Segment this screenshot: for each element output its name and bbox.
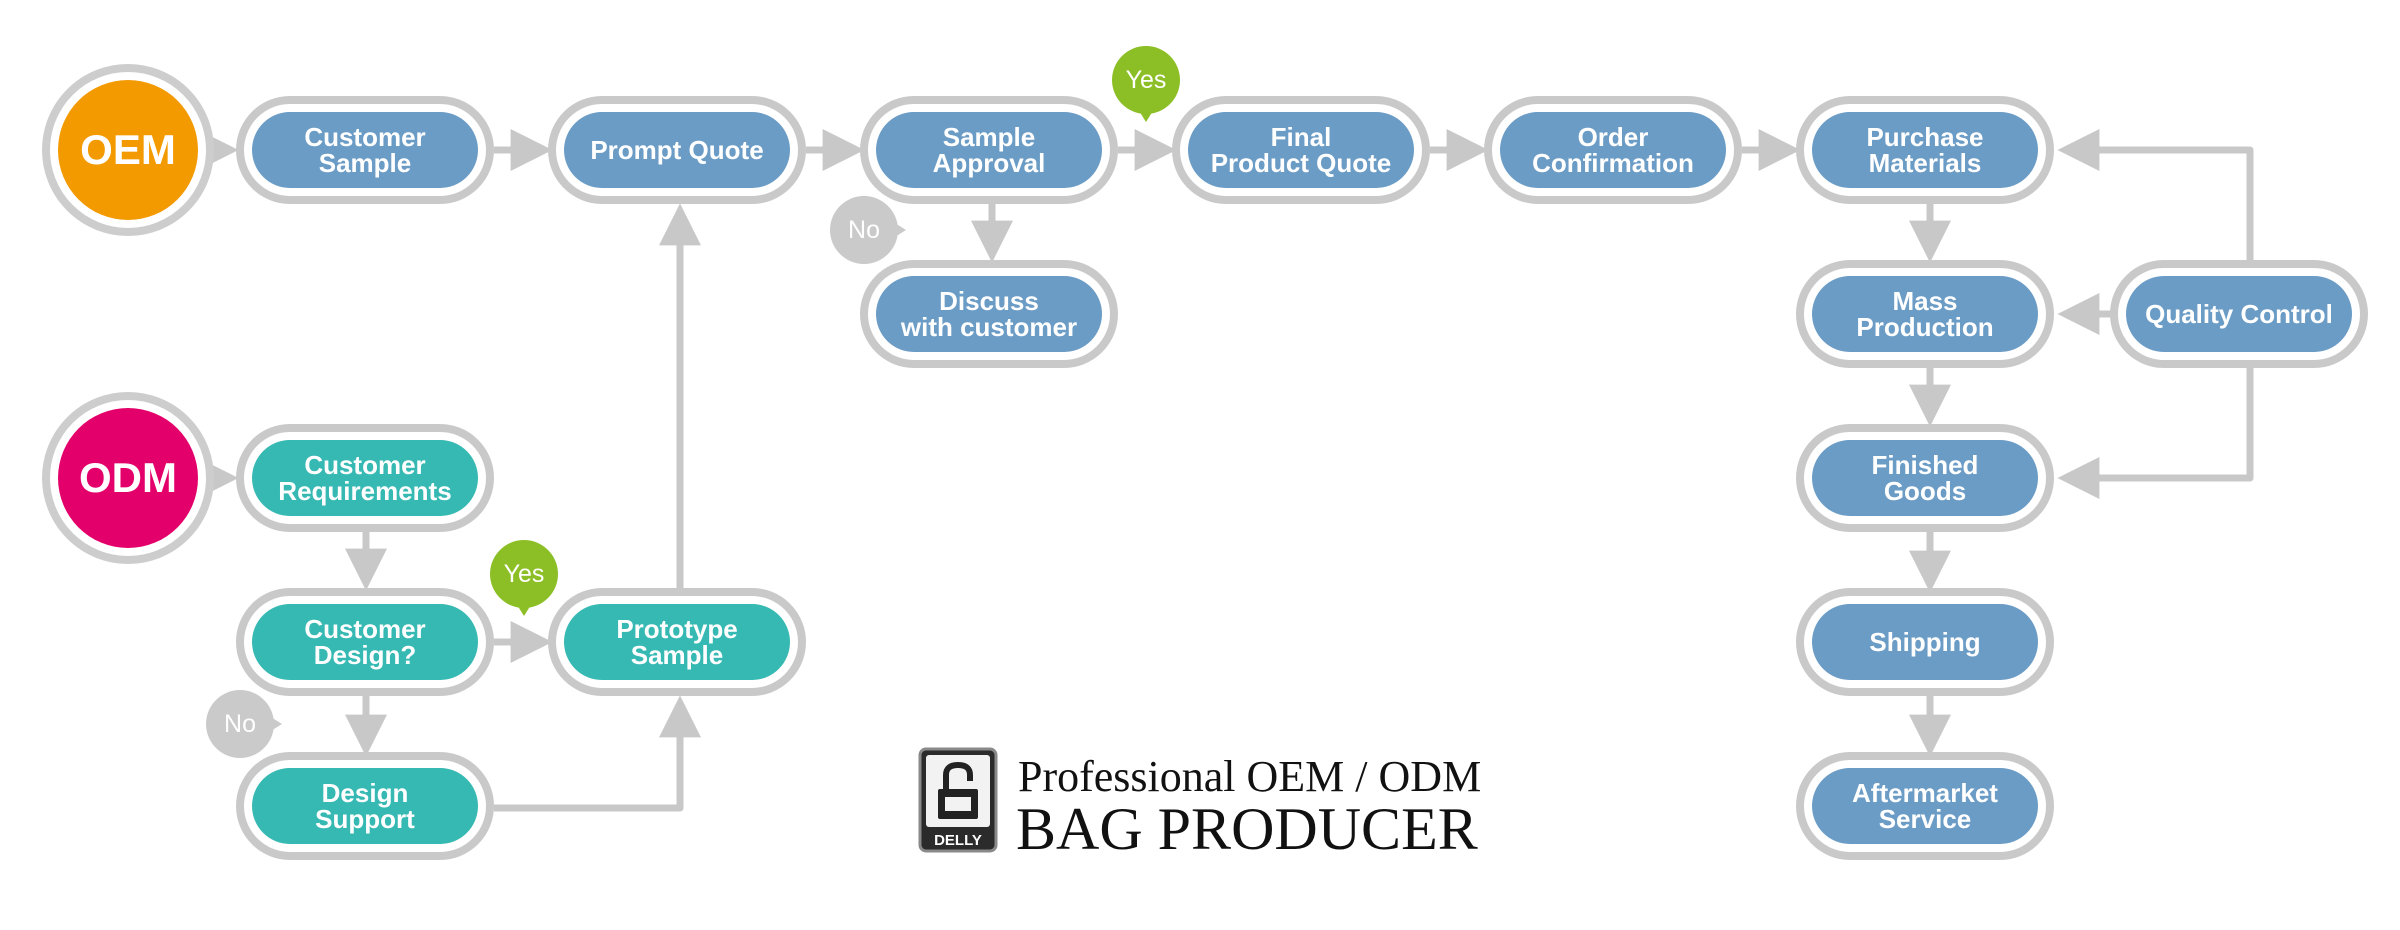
step-order-confirmation: Order Confirmation xyxy=(1484,96,1742,204)
step-prototype-sample: Prototype Sample xyxy=(548,588,806,696)
step-purchase-materials-label: Purchase Materials xyxy=(1812,112,2038,188)
brand-logo: DELLY Professional OEM / ODM BAG PRODUCE… xyxy=(918,745,1498,862)
step-finished-goods-label: Finished Goods xyxy=(1812,440,2038,516)
step-shipping-label: Shipping xyxy=(1812,604,2038,680)
no-bubble-design: No xyxy=(206,690,282,758)
step-mass-production-label: Mass Production xyxy=(1812,276,2038,352)
step-finished-goods: Finished Goods xyxy=(1796,424,2054,532)
step-quality-control-label: Quality Control xyxy=(2126,276,2352,352)
arrow-design-support-to-prototype xyxy=(494,695,701,812)
logo-mark-text: DELLY xyxy=(934,832,982,849)
yes-bubble-design: Yes xyxy=(490,540,558,616)
odm-label: ODM xyxy=(58,408,198,548)
step-discuss-with-customer-label: Discuss with customer xyxy=(876,276,1102,352)
step-order-confirmation-label: Order Confirmation xyxy=(1500,112,1726,188)
step-discuss-with-customer: Discuss with customer xyxy=(860,260,1118,368)
step-design-support: Design Support xyxy=(236,752,494,860)
step-quality-control: Quality Control xyxy=(2110,260,2368,368)
step-customer-sample-label: Customer Sample xyxy=(252,112,478,188)
arrow-quality-to-finished-goods xyxy=(2057,366,2254,499)
delly-lock-logo-icon: DELLY xyxy=(918,747,998,853)
no-bubble-approval: No xyxy=(830,196,906,264)
step-prompt-quote-label: Prompt Quote xyxy=(564,112,790,188)
odm-start-node: ODM xyxy=(42,392,214,564)
yes-bubble-approval: Yes xyxy=(1112,46,1180,122)
step-design-support-label: Design Support xyxy=(252,768,478,844)
arrow-quality-to-purchase xyxy=(2057,129,2254,262)
logo-tagline-top: Professional OEM / ODM xyxy=(1018,752,1482,801)
step-prototype-sample-label: Prototype Sample xyxy=(564,604,790,680)
step-shipping: Shipping xyxy=(1796,588,2054,696)
step-customer-requirements-label: Customer Requirements xyxy=(252,440,478,516)
step-purchase-materials: Purchase Materials xyxy=(1796,96,2054,204)
step-customer-design: Customer Design? xyxy=(236,588,494,696)
step-customer-requirements: Customer Requirements xyxy=(236,424,494,532)
step-prompt-quote: Prompt Quote xyxy=(548,96,806,204)
step-aftermarket-service: Aftermarket Service xyxy=(1796,752,2054,860)
oem-start-node: OEM xyxy=(42,64,214,236)
oem-label: OEM xyxy=(58,80,198,220)
step-final-product-quote: Final Product Quote xyxy=(1172,96,1430,204)
step-customer-design-label: Customer Design? xyxy=(252,604,478,680)
step-sample-approval: Sample Approval xyxy=(860,96,1118,204)
step-aftermarket-service-label: Aftermarket Service xyxy=(1812,768,2038,844)
logo-tagline-bottom: BAG PRODUCER xyxy=(1016,796,1478,862)
step-mass-production: Mass Production xyxy=(1796,260,2054,368)
step-customer-sample: Customer Sample xyxy=(236,96,494,204)
step-sample-approval-label: Sample Approval xyxy=(876,112,1102,188)
step-final-product-quote-label: Final Product Quote xyxy=(1188,112,1414,188)
